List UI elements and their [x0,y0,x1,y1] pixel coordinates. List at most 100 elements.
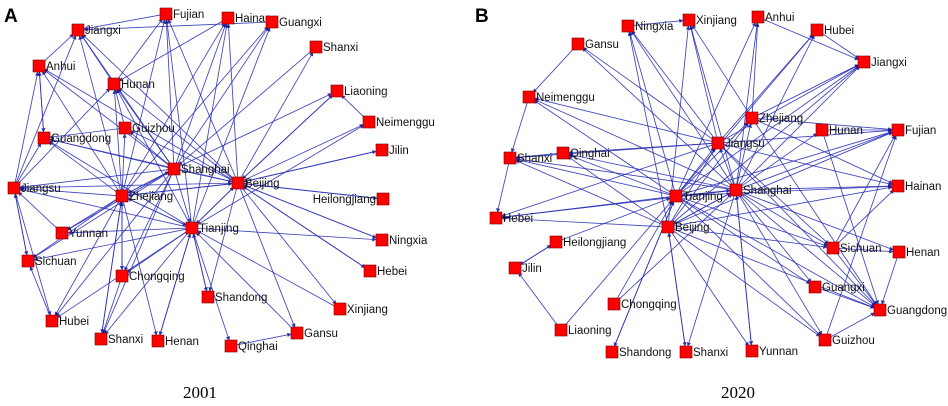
node-marker [605,345,619,359]
node-marker [7,181,21,195]
edge-zhejiang-to-henan [123,201,158,336]
node-guangdong: Guangdong [37,131,111,145]
edge-jiangsu-to-hunan [17,88,111,184]
node-guangxi: Guangxi [808,280,865,294]
edge-shanghai-to-tianjing [175,174,192,223]
edge-tianjing-to-guangxi [193,27,271,223]
node-shanxi: Shanxi [503,151,552,165]
edge-beijing-to-jiangxi [672,65,860,224]
edge-beijing-to-qinghai [567,156,664,224]
panel-a-letter: A [4,6,18,27]
node-shanghai: Shanghai [729,183,792,197]
node-label: Jilin [389,145,409,157]
edge-liaoning-to-beijing [242,94,333,180]
node-label: Xinjiang [347,304,388,316]
node-marker [571,37,585,51]
edge-tianjing-to-sichuan [33,228,187,262]
node-marker [55,226,69,240]
node-sichuan: Sichuan [21,254,77,268]
node-label: Hainan [235,13,271,25]
node-label: Jiangsu [725,138,765,150]
node-label: Guangdong [51,133,111,145]
edge-neimenggu-to-shanxi [510,102,528,153]
node-hubei: Hubei [45,314,89,328]
edge-yunnan-to-jiangsu [18,191,58,230]
node-marker [107,77,121,91]
edge-tianjing-to-anhui [678,22,756,191]
edge-guizhou-to-hunan [114,89,124,123]
edge-shanxi-to-shanghai [178,50,312,166]
node-label: Fujian [905,125,936,137]
edge-guizhou-to-guangdong [830,312,876,338]
node-label: Chongqing [129,271,185,283]
node-marker [810,23,824,37]
edge-shanghai-to-fujian [741,131,893,189]
edge-chongqing-to-tianjing [616,200,674,300]
edge-shanghai-to-hunan [117,88,171,165]
edge-shanghai-to-jiangsu [719,148,735,185]
edge-jiangsu-to-jiangxi [15,35,77,183]
edge-jiangsu-to-hainan [723,143,893,186]
edge-zhejiang-to-anhui [41,70,120,192]
edge-shanghai-to-henan [741,191,894,251]
node-marker [32,59,46,73]
node-marker [607,297,621,311]
edge-shanghai-to-shanxi [686,195,735,347]
edge-shandong-to-tianjing [192,233,208,292]
node-marker [679,345,693,359]
node-ningxia: Ningxia [375,233,428,247]
edge-shanghai-to-jiangsu [19,169,169,189]
node-marker [375,233,389,247]
edge-shanxi-to-beijing [667,232,686,347]
node-henan: Henan [892,245,940,259]
node-shandong: Shandong [201,290,267,304]
node-label: Guizhou [832,335,875,347]
node-label: Anhui [46,61,75,73]
node-label: Jiangxi [871,57,907,69]
edge-beijing-to-xinjiang [668,25,691,222]
edge-jiangsu-to-neimenggu [534,97,713,142]
node-marker [711,136,725,150]
edge-shanghai-to-jiangxi [739,65,861,187]
node-shanxi: Shanxi [679,345,728,359]
node-chongqing: Chongqing [607,297,677,311]
edge-gansu-to-neimenggu [532,48,575,93]
node-fujian: Fujian [159,7,204,21]
edge-sichuan-to-fujian [835,134,896,243]
edge-zhejiang-to-shanghai [127,171,170,194]
node-qinghai: Qinghai [224,339,278,353]
node-label: Jiangsu [21,183,61,195]
node-label: Hunan [121,79,155,91]
node-jilin: Jilin [508,261,542,275]
node-label: Sichuan [35,256,77,268]
edge-zhejiang-to-tianjing [127,198,187,226]
node-marker [71,23,85,37]
node-label: Xinjiang [696,15,737,27]
edge-hubei-to-sichuan [29,266,51,316]
node-chongqing: Chongqing [115,269,185,283]
edge-zhejiang-to-fujian [122,19,166,191]
edge-beijing-to-shanxi [515,159,663,225]
edge-shanghai-to-guangdong [740,193,876,307]
edge-zhejiang-to-beijing [127,181,233,196]
edge-liaoning-to-jilin [518,272,558,326]
node-label: Sichuan [840,243,882,255]
node-label: Shanxi [693,347,728,359]
edge-beijing-to-gansu [239,188,296,328]
edge-shanghai-to-qinghai [568,152,731,190]
node-label: Liaoning [568,325,611,337]
node-hunan: Hunan [107,77,155,91]
edge-tianjing-to-qinghai [193,233,230,341]
node-jiangxi: Jiangxi [857,55,907,69]
node-marker [857,55,871,69]
edge-ningxia-to-xinjiang [633,18,684,26]
node-label: Yunnan [759,346,798,358]
node-neimenggu: Neimenggu [522,90,595,104]
edge-shanghai-to-gansu [582,47,732,187]
edge-shanghai-to-liaoning [179,93,332,167]
edge-zhejiang-to-xinjiang [691,24,750,114]
edge-beijing-to-anhui [43,68,234,181]
node-label: Gansu [304,328,338,340]
